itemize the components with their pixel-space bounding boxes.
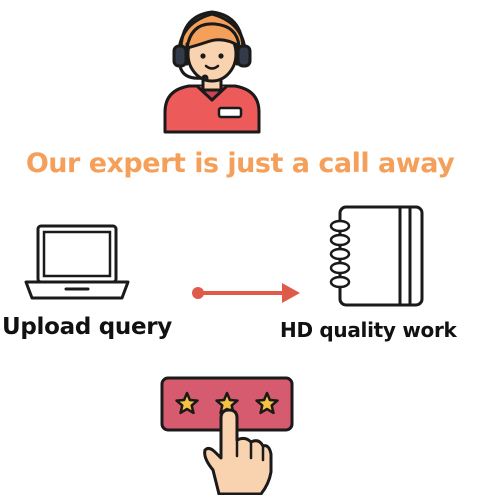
star-icon (255, 391, 279, 415)
support-agent-icon (157, 4, 267, 134)
step-label-hd-work: HD quality work (280, 318, 457, 342)
laptop-icon (22, 222, 132, 304)
star-rating-hand-icon (157, 374, 307, 495)
right-arrow-icon (188, 280, 304, 306)
step-label-upload: Upload query (2, 314, 172, 340)
headline: Our expert is just a call away (25, 148, 455, 179)
star-icon (175, 391, 199, 415)
notebook-icon (326, 204, 430, 308)
